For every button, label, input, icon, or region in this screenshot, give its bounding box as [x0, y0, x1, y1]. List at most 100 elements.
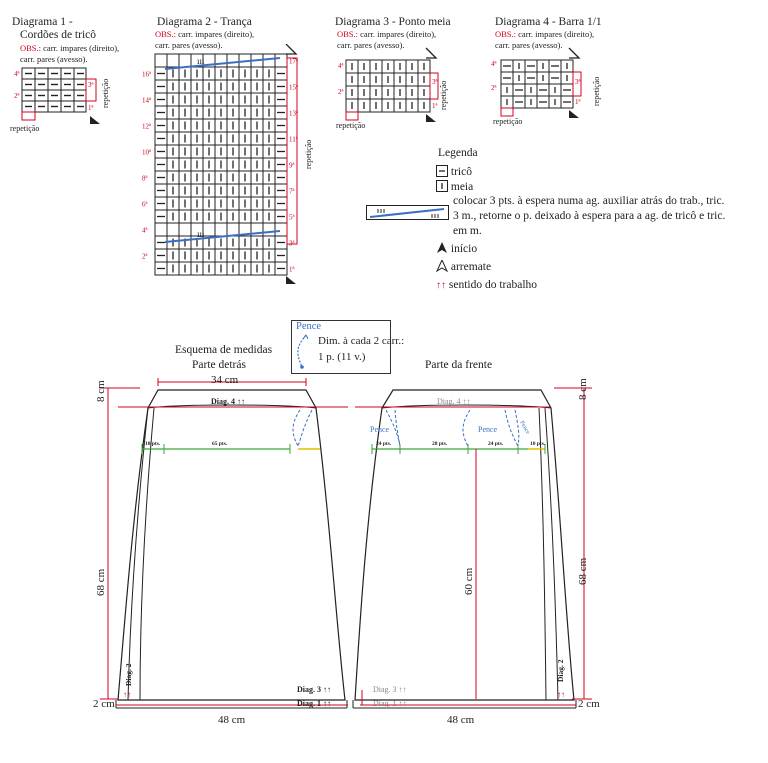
- obs-label: OBS.:: [20, 43, 42, 53]
- front-title: Parte da frente: [425, 359, 493, 371]
- diagram3-grid: 4ª 2ª 3ª 1ª repetição repetição: [336, 47, 448, 130]
- legend-arremate-label: arremate: [450, 261, 492, 273]
- obs-text: carr. impares (direito),: [43, 43, 120, 53]
- diagram4-grid: 4ª 2ª 3ª 1ª repetição repetição: [491, 47, 601, 126]
- row-label: 3ª: [289, 240, 295, 248]
- diagram2-obs-2: carr. pares (avesso).: [155, 40, 223, 50]
- end-arrow-icon: [435, 258, 449, 273]
- front-diag3-label: Diag. 3 ↑↑: [373, 685, 407, 694]
- back-title: Parte detrás: [192, 359, 246, 371]
- row-label: 3ª: [88, 81, 94, 89]
- cable-symbol-icon: [366, 205, 449, 220]
- diagram4-title: Diagrama 4 - Barra 1/1: [495, 16, 602, 28]
- back-65-pts: 65 pts.: [212, 441, 228, 447]
- row-label: 13ª: [289, 110, 298, 118]
- front-pence-label-b: Pence: [478, 425, 498, 434]
- row-label: 2ª: [14, 92, 20, 100]
- repeat-label: repetição: [493, 117, 522, 126]
- row-label: 1ª: [289, 266, 295, 274]
- front-diag4-label: Diag. 4 ↑↑: [437, 397, 471, 406]
- back-left-68: 68 cm: [95, 568, 107, 596]
- pence-box-label: Pence: [296, 321, 322, 332]
- legend-inicio-label: início: [450, 243, 478, 255]
- front-24b-pts: 24 pts.: [488, 441, 504, 447]
- back-diag4-label: Diag. 4 ↑↑: [211, 397, 245, 406]
- diagram2-title: Diagrama 2 - Trança: [157, 16, 252, 28]
- legend-title: Legenda: [438, 147, 478, 159]
- row-label: 14ª: [142, 97, 151, 105]
- back-top-width: 34 cm: [211, 374, 239, 386]
- back-direction-arrows: ↑↑: [123, 690, 131, 699]
- legend-trico-label: tricô: [450, 166, 472, 178]
- row-label: 15ª: [289, 84, 298, 92]
- pence-box-text2: 1 p. (11 v.): [318, 351, 366, 363]
- front-28-pts: 28 pts.: [432, 441, 448, 447]
- back-diag3-label: Diag. 3 ↑↑: [297, 685, 331, 694]
- row-label: 16ª: [142, 71, 151, 79]
- row-label: 4ª: [338, 62, 344, 70]
- back-piece: [115, 389, 348, 709]
- cable-mark: ııı: [197, 229, 205, 239]
- schema-title: Esquema de medidas: [175, 344, 273, 356]
- front-right-8: 8 cm: [577, 378, 589, 400]
- legend-item-sentido: ↑↑ sentido do trabalho: [436, 278, 537, 293]
- back-10-pts: 10 pts.: [145, 441, 161, 447]
- row-label: 17ª: [289, 58, 298, 66]
- diagram1-grid: 4ª 2ª 3ª 1ª repetição repetição: [10, 67, 110, 133]
- front-10-pts: 10 pts.: [530, 441, 546, 447]
- diagram3-obs-2: carr. pares (avesso).: [337, 40, 405, 50]
- front-right-68: 68 cm: [577, 557, 589, 585]
- legend-item-meia: meia: [436, 180, 473, 194]
- row-label: 3ª: [575, 78, 581, 86]
- pence-curve-icon: [297, 334, 309, 369]
- diagram4-obs: OBS.: carr. impares (direito),: [495, 29, 594, 39]
- pence-info-box: Pence Dim. à cada 2 carr.: 1 p. (11 v.): [291, 320, 404, 374]
- row-label: 7ª: [289, 188, 295, 196]
- trico-symbol-icon: [436, 165, 448, 177]
- row-label: 1ª: [432, 102, 438, 110]
- obs-label: OBS.:: [155, 29, 177, 39]
- diagram1-obs: OBS.: carr. impares (direito),: [20, 43, 119, 53]
- row-label: 1ª: [88, 104, 94, 112]
- cable-mark: ııı: [197, 56, 205, 66]
- row-label: 3ª: [432, 78, 438, 86]
- repeat-label: repetição: [336, 121, 365, 130]
- back-left-2: 2 cm: [93, 698, 115, 710]
- diagram1-title-1: Diagrama 1 -: [12, 16, 73, 28]
- front-right-2: 2 cm: [578, 698, 600, 710]
- row-label: 4ª: [491, 60, 497, 68]
- legend-meia-label: meia: [450, 181, 474, 193]
- row-label: 2ª: [142, 253, 148, 261]
- legend-sentido-label: sentido do trabalho: [448, 279, 538, 291]
- direction-arrows-icon: ↑↑: [436, 280, 446, 291]
- diagram3-title: Diagrama 3 - Ponto meia: [335, 16, 451, 28]
- repeat-label: repetição: [101, 79, 110, 108]
- diagram1-title-2: Cordões de tricô: [20, 29, 97, 41]
- front-center-60: 60 cm: [463, 567, 475, 595]
- front-diag1-label: Diag. 1 ↑↑: [373, 699, 407, 708]
- front-piece: [352, 389, 577, 709]
- obs-label: OBS.:: [337, 29, 359, 39]
- start-arrow-icon: [437, 242, 447, 253]
- diagram3-obs: OBS.: carr. impares (direito),: [337, 29, 436, 39]
- row-label: 1ª: [575, 98, 581, 106]
- row-label: 4ª: [142, 227, 148, 235]
- obs-label: OBS.:: [495, 29, 517, 39]
- obs-text: carr. impares (direito),: [518, 29, 595, 39]
- diagram1-obs-2: carr. pares (avesso).: [20, 54, 88, 64]
- legend-cable-text: colocar 3 pts. à espera numa ag. auxilia…: [453, 195, 726, 237]
- legend-item-trico: tricô: [436, 165, 472, 179]
- row-label: 5ª: [289, 214, 295, 222]
- front-24a-pts: 24 pts.: [376, 441, 392, 447]
- row-label: 4ª: [14, 70, 20, 78]
- back-diag2-label: Diag. 2: [124, 663, 133, 686]
- row-label: 9ª: [289, 162, 295, 170]
- repeat-label: repetição: [304, 140, 313, 169]
- obs-text: carr. impares (direito),: [178, 29, 255, 39]
- diagram2-obs: OBS.: carr. impares (direito),: [155, 29, 254, 39]
- front-bottom-width: 48 cm: [447, 714, 475, 726]
- repeat-label: repetição: [592, 77, 601, 106]
- obs-text: carr. impares (direito),: [360, 29, 437, 39]
- row-label: 8ª: [142, 175, 148, 183]
